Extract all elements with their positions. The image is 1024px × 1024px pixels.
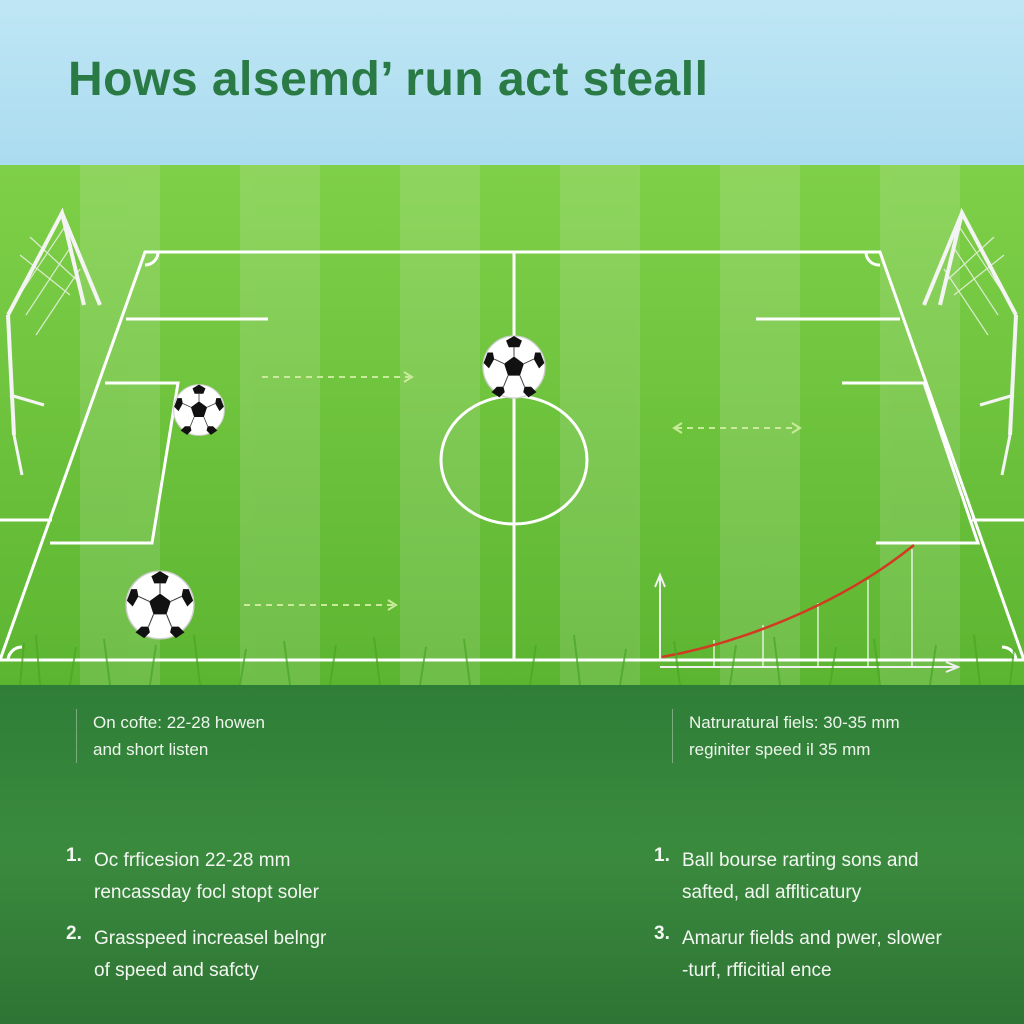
note-left-line2: and short listen xyxy=(93,740,209,759)
title-band: Hows alsemd’ run act steall xyxy=(0,0,1024,165)
note-right-line2: reginiter speed il 35 mm xyxy=(689,740,871,759)
list-item-number: 3. xyxy=(654,923,670,944)
list-item-number: 1. xyxy=(66,845,82,866)
list-item-line1: Amarur fields and pwer, slower xyxy=(682,928,942,949)
motion-arrow-top-left-icon xyxy=(262,371,414,383)
soccer-field-scene xyxy=(0,165,1024,685)
goal-net-left-icon xyxy=(6,207,102,476)
list-item-line2: -turf, rfficitial ence xyxy=(682,960,832,981)
list-item-line1: Grasspeed increasel belngr xyxy=(94,928,327,949)
list-item: 1. Oc frficesion 22-28 mm rencassday foc… xyxy=(66,845,326,909)
motion-arrow-bottom-left-icon xyxy=(244,599,398,611)
list-item: 3. Amarur fields and pwer, slower -turf,… xyxy=(654,923,942,987)
list-right: 1. Ball bourse rarting sons and safted, … xyxy=(654,845,942,1001)
note-right: Natruratural fiels: 30-35 mm reginiter s… xyxy=(672,709,900,763)
list-item-number: 2. xyxy=(66,923,82,944)
list-item-line2: of speed and safcty xyxy=(94,960,259,981)
list-item-line1: Oc frficesion 22-28 mm xyxy=(94,850,291,871)
double-arrow-icon xyxy=(672,422,802,434)
list-item-line1: Ball bourse rarting sons and xyxy=(682,850,919,871)
list-left: 1. Oc frficesion 22-28 mm rencassday foc… xyxy=(66,845,326,1001)
goal-net-right-icon xyxy=(922,207,1018,476)
note-left: On cofte: 22-28 howen and short listen xyxy=(76,709,265,763)
soccer-ball-center-icon xyxy=(482,335,546,399)
note-right-line1: Natruratural fiels: 30-35 mm xyxy=(689,713,900,732)
grass-tufts xyxy=(19,634,1015,685)
info-panel: On cofte: 22-28 howen and short listen N… xyxy=(0,685,1024,1024)
list-item: 2. Grasspeed increasel belngr of speed a… xyxy=(66,923,326,987)
soccer-ball-left-icon xyxy=(173,384,225,436)
list-item-number: 1. xyxy=(654,845,670,866)
list-item-line2: safted, adl afflticatury xyxy=(682,882,862,903)
soccer-ball-bottom-icon xyxy=(125,570,195,640)
pitch-lines xyxy=(0,250,1024,662)
list-item: 1. Ball bourse rarting sons and safted, … xyxy=(654,845,942,909)
page-title: Hows alsemd’ run act steall xyxy=(68,53,709,106)
note-left-line1: On cofte: 22-28 howen xyxy=(93,713,266,732)
list-item-line2: rencassday focl stopt soler xyxy=(94,882,319,903)
speed-graph xyxy=(654,544,961,673)
